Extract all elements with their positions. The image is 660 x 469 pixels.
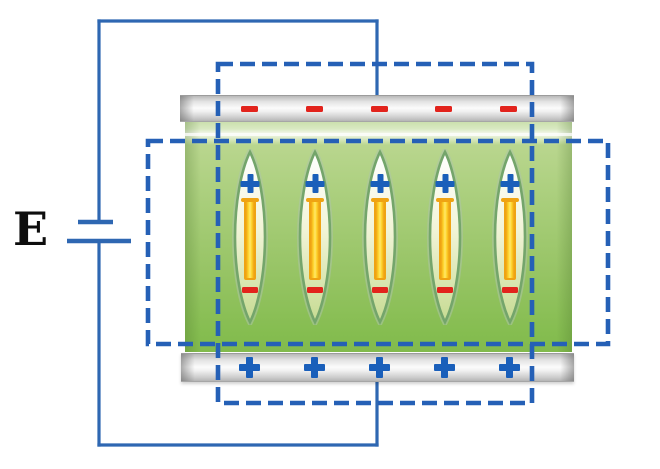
lc-droplet — [293, 149, 337, 325]
lc-droplet — [228, 149, 272, 325]
plus-icon — [305, 174, 325, 193]
dipole-rod-icon — [371, 198, 389, 280]
layer-highlight — [185, 133, 572, 136]
plus-icon — [369, 357, 390, 378]
plus-icon — [434, 357, 455, 378]
top-electrode — [180, 95, 574, 122]
plus-icon — [370, 174, 390, 193]
minus-icon — [500, 105, 517, 112]
dipole-rod-icon — [241, 198, 259, 280]
minus-icon — [502, 287, 518, 293]
minus-icon — [435, 105, 453, 112]
lc-droplet — [423, 149, 467, 325]
droplet-row — [185, 149, 572, 325]
minus-icon — [372, 287, 388, 293]
minus-icon — [241, 105, 258, 112]
minus-icon — [437, 287, 453, 293]
liquid-crystal-layer — [185, 122, 572, 352]
field-label: E — [13, 202, 49, 256]
plus-icon — [499, 357, 520, 378]
plus-icon — [240, 174, 260, 193]
plus-icon — [304, 357, 325, 378]
dipole-rod-icon — [436, 198, 454, 280]
top-electrode-charges — [180, 96, 574, 121]
minus-icon — [307, 287, 323, 293]
bottom-electrode-charges — [181, 354, 574, 381]
minus-icon — [305, 105, 323, 112]
plus-icon — [239, 357, 260, 378]
lc-droplet — [488, 149, 532, 325]
dipole-rod-icon — [306, 198, 324, 280]
minus-icon — [242, 287, 258, 293]
plus-icon — [500, 174, 520, 193]
lc-droplet — [358, 149, 402, 325]
minus-icon — [370, 105, 388, 112]
plus-icon — [435, 174, 455, 193]
bottom-electrode — [181, 353, 574, 382]
dipole-rod-icon — [501, 198, 519, 280]
